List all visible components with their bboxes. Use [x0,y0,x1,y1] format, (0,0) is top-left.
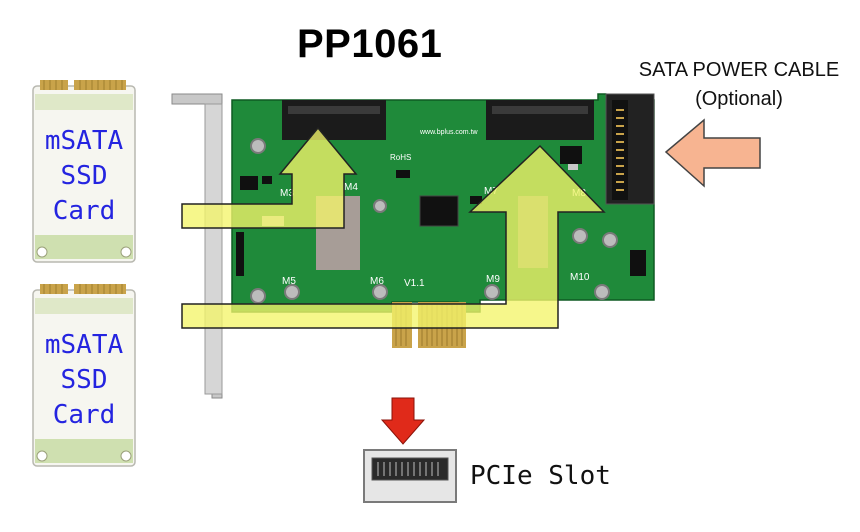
msata-card-top-text: mSATA SSD Card [30,124,138,229]
pcie-slot-label: PCIe Slot [470,461,611,491]
sata-label-line1: SATA POWER CABLE [638,59,840,81]
orange-arrow-sata [664,118,761,188]
msata-card-top: mSATA SSD Card [30,80,138,266]
label-m4: M4 [344,182,358,193]
label-m6: M6 [370,276,384,287]
sata-label-line2: (Optional) [695,88,783,110]
yellow-arrow-upper [181,126,358,229]
msata-card-bottom: mSATA SSD Card [30,284,138,470]
yellow-arrow-lower [181,144,606,329]
label-version: V1.1 [404,278,425,289]
label-m9: M9 [486,274,500,285]
label-url: www.bplus.com.tw [419,129,479,136]
card-line-ssd: SSD [60,365,108,395]
card-line-card: Card [52,400,116,430]
label-m3: M3 [280,188,294,199]
page-title: PP1061 [297,22,443,66]
label-rohs: RoHS [390,153,411,162]
card-line-msata: mSATA [44,126,124,156]
msata-card-top-graphic [32,80,136,263]
sata-power-cable-label: SATA POWER CABLE (Optional) [636,56,842,114]
card-line-msata: mSATA [44,330,124,360]
pcie-bracket [171,93,223,399]
label-m10: M10 [570,272,590,283]
card-line-card: Card [52,196,116,226]
pcie-slot-icon [363,397,457,503]
label-m5: M5 [282,276,296,287]
msata-card-bottom-text: mSATA SSD Card [30,328,138,433]
card-line-ssd: SSD [60,161,108,191]
msata-card-bottom-graphic [32,284,136,467]
